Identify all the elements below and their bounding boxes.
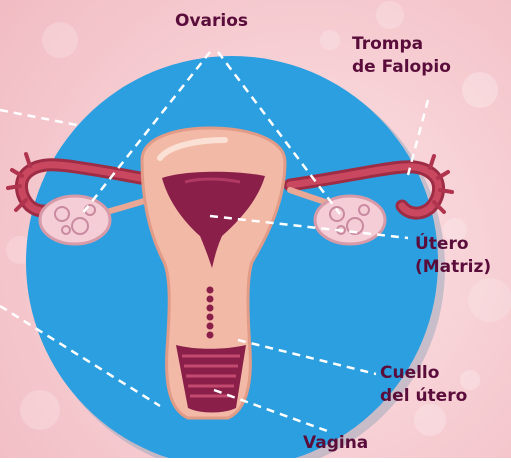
label-cervix: Cuello del útero (380, 362, 467, 408)
label-cervix-line1: Cuello (380, 362, 467, 385)
label-uterus-line2: (Matriz) (415, 256, 491, 279)
ovary-left (40, 196, 110, 244)
label-fallopian-line1: Trompa (352, 33, 451, 56)
label-fallopian-tube: Trompa de Falopio (352, 33, 451, 79)
ovary-right (315, 196, 385, 244)
label-vagina: Vagina (303, 432, 368, 455)
label-cervix-line2: del útero (380, 385, 467, 408)
label-fallopian-line2: de Falopio (352, 56, 451, 79)
label-vagina-text: Vagina (303, 432, 368, 455)
label-uterus-line1: Útero (415, 233, 491, 256)
label-ovaries: Ovarios (175, 10, 248, 33)
label-uterus: Útero (Matriz) (415, 233, 491, 279)
label-ovaries-text: Ovarios (175, 10, 248, 33)
